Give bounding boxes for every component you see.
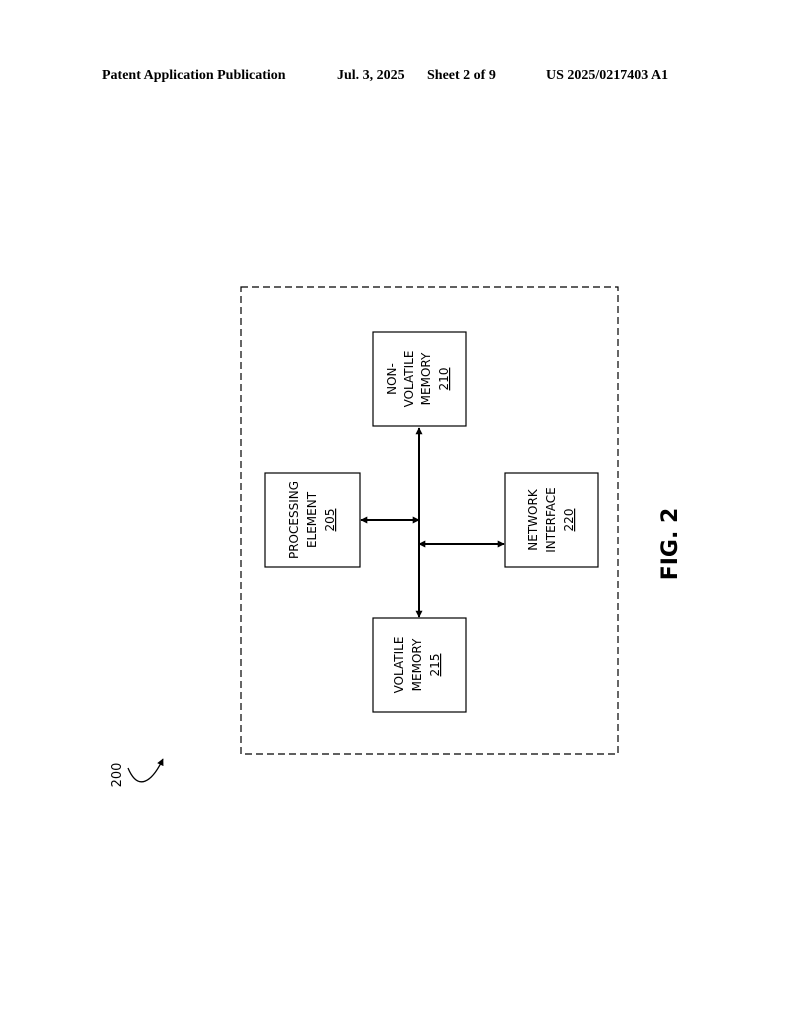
system-boundary	[240, 286, 619, 755]
publication-label: Patent Application Publication	[102, 68, 286, 83]
volatile-ref: 215	[428, 654, 442, 677]
publication-date: Jul. 3, 2025	[337, 68, 405, 83]
processing-line-2: ELEMENT	[305, 491, 319, 548]
reference-arrow	[127, 758, 164, 783]
figure-ref-number: 200	[110, 763, 125, 788]
network-line-2: INTERFACE	[544, 487, 558, 553]
processing-line-1: PROCESSING	[287, 481, 301, 559]
volatile-line-2: MEMORY	[410, 638, 424, 691]
nonvolatile-memory-block: NON- VOLATILE MEMORY 210	[372, 331, 467, 427]
page-header: Patent Application Publication Jul. 3, 2…	[0, 68, 794, 88]
publication-number: US 2025/0217403 A1	[546, 68, 669, 83]
network-interface-block: NETWORK INTERFACE 220	[504, 472, 599, 568]
sheet-number: Sheet 2 of 9	[427, 68, 496, 83]
network-ref: 220	[562, 509, 576, 532]
processing-element-block: PROCESSING ELEMENT 205	[264, 472, 361, 568]
nonvolatile-line-2: VOLATILE	[402, 351, 416, 408]
nonvolatile-line-1: NON-	[385, 363, 399, 395]
nonvolatile-ref: 210	[437, 368, 451, 391]
network-line-1: NETWORK	[526, 488, 540, 551]
volatile-line-1: VOLATILE	[392, 637, 406, 694]
processing-ref: 205	[323, 509, 337, 532]
volatile-memory-block: VOLATILE MEMORY 215	[372, 617, 467, 713]
nonvolatile-line-3: MEMORY	[419, 352, 433, 405]
figure-label: FIG. 2	[658, 508, 683, 581]
